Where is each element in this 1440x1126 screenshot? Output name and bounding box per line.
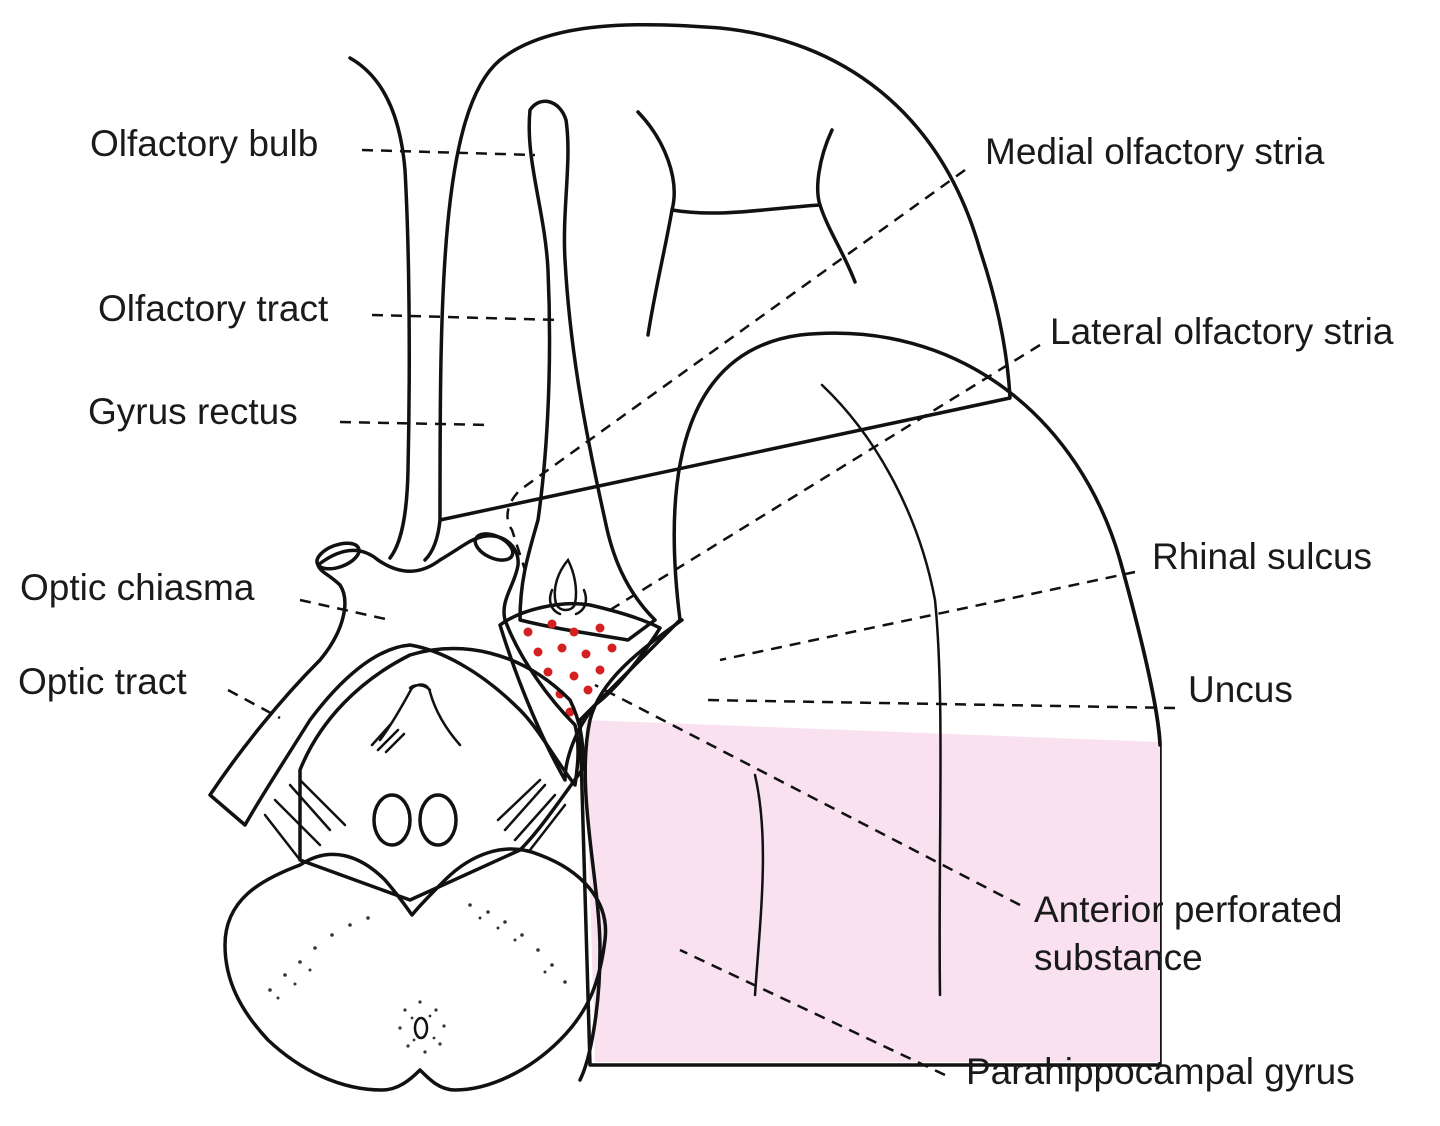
tuber-region bbox=[298, 646, 585, 902]
label-lateral-olfactory-stria: Lateral olfactory stria bbox=[1050, 311, 1394, 352]
label-optic-chiasma: Optic chiasma bbox=[20, 567, 255, 608]
label-parahippocampal-gyrus: Parahippocampal gyrus bbox=[966, 1051, 1355, 1092]
label-medial-olfactory-stria: Medial olfactory stria bbox=[985, 131, 1325, 172]
leader-anterior-perforated-substance bbox=[594, 683, 1021, 907]
label-olfactory-bulb: Olfactory bulb bbox=[90, 123, 319, 164]
infundibulum-stalk bbox=[408, 684, 432, 692]
frontal-lobe bbox=[438, 22, 1012, 522]
cerebral-aqueduct bbox=[413, 1016, 429, 1040]
right-optic-nerve-cut bbox=[473, 532, 515, 562]
leader-lines bbox=[227, 148, 1176, 1077]
midbrain-section bbox=[223, 847, 608, 1092]
leader-rhinal-sulcus bbox=[719, 570, 1136, 662]
leader-optic-chiasma bbox=[299, 598, 391, 622]
leader-medial-olfactory-stria bbox=[506, 168, 966, 571]
left-mammillary-body bbox=[372, 793, 412, 847]
periaqueductal-stipple bbox=[398, 1000, 446, 1054]
label-optic-tract: Optic tract bbox=[18, 661, 187, 702]
substantia-nigra-stipple bbox=[268, 903, 567, 1000]
orbital-sulcus-b bbox=[816, 128, 857, 284]
perforation-dots bbox=[523, 619, 617, 717]
orbital-sulcus-a bbox=[636, 110, 676, 337]
label-uncus: Uncus bbox=[1188, 669, 1293, 710]
leader-parahippocampal-gyrus bbox=[679, 948, 946, 1077]
label-olfactory-tract: Olfactory tract bbox=[98, 288, 329, 329]
leader-olfactory-bulb bbox=[361, 148, 536, 157]
label-anterior-perforated-substance-line2: substance bbox=[1034, 937, 1203, 978]
left-olfactory-tract bbox=[348, 56, 411, 560]
olfactory-trigone-inner bbox=[548, 588, 588, 616]
right-mammillary-body bbox=[418, 793, 458, 847]
leader-gyrus-rectus bbox=[339, 420, 491, 427]
orbital-sulcus-h bbox=[670, 203, 822, 215]
right-peduncle-hatching bbox=[496, 778, 567, 852]
leader-uncus bbox=[704, 698, 1176, 710]
left-peduncle-hatching bbox=[263, 778, 347, 862]
right-olfactory-tract bbox=[518, 99, 657, 642]
infundibulum-hatching bbox=[370, 723, 406, 754]
olfactory-trigone bbox=[553, 557, 578, 612]
temporal-lateral-edge bbox=[1118, 558, 1162, 747]
label-rhinal-sulcus: Rhinal sulcus bbox=[1152, 536, 1373, 577]
temporal-medial-edge bbox=[578, 618, 684, 1082]
leader-olfactory-tract bbox=[371, 313, 561, 322]
temporal-sulcus-b bbox=[753, 773, 765, 997]
leader-lateral-olfactory-stria bbox=[609, 343, 1041, 612]
left-gyrus-rectus-edge bbox=[423, 518, 442, 562]
temporal-lobe-fill-lower bbox=[585, 720, 1160, 1062]
optic-chiasma-and-tracts bbox=[208, 534, 580, 827]
left-optic-nerve-cut bbox=[315, 541, 361, 571]
label-gyrus-rectus: Gyrus rectus bbox=[88, 391, 298, 432]
label-anterior-perforated-substance-line1: Anterior perforated bbox=[1034, 889, 1343, 930]
leader-optic-tract bbox=[227, 688, 281, 720]
temporal-sulcus-a bbox=[820, 383, 942, 997]
